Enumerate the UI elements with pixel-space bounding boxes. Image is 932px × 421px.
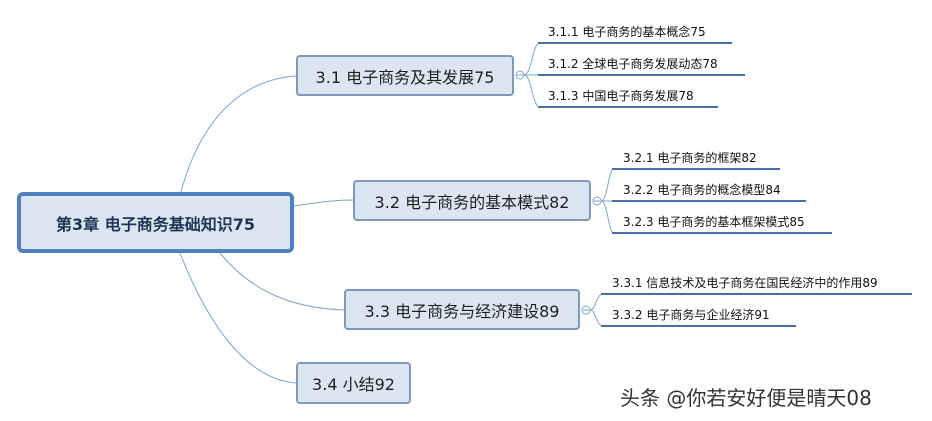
subtopic-3-3-1[interactable]: 3.3.1 信息技术及电子商务在国民经济中的作用89 [612,276,878,290]
subtopic-3-2-2[interactable]: 3.2.2 电子商务的概念模型84 [623,183,781,197]
connector-root-3-2 [293,199,354,207]
topic-3-2[interactable]: 3.2 电子商务的基本模式82 [353,180,591,221]
subtopic-3-3-2[interactable]: 3.3.2 电子商务与企业经济91 [612,308,770,322]
subtopic-3-1-3[interactable]: 3.1.3 中国电子商务发展78 [548,89,694,103]
root-topic[interactable]: 第3章 电子商务基础知识75 [17,192,294,253]
connector-3-2-1 [600,168,615,202]
subtopic-3-2-1[interactable]: 3.2.1 电子商务的框架82 [623,151,757,165]
topic-3-4[interactable]: 3.4 小结92 [296,362,411,404]
connector-3-3-1 [589,293,604,311]
topic-3-3[interactable]: 3.3 电子商务与经济建设89 [344,289,580,330]
connector-root-3-1 [179,75,297,196]
subtopic-3-1-2[interactable]: 3.1.2 全球电子商务发展动态78 [548,57,718,71]
topic-3-1[interactable]: 3.1 电子商务及其发展75 [296,55,514,96]
subtopic-3-2-3[interactable]: 3.2.3 电子商务的基本框架模式85 [623,215,805,229]
connector-3-3-2 [589,309,604,327]
connector-3-1-1 [523,42,541,76]
watermark-text: 头条 @你若安好便是晴天08 [620,386,872,410]
connector-root-3-3 [219,252,345,311]
connector-3-2-3 [600,200,615,234]
connector-3-1-3 [523,74,541,108]
subtopic-3-1-1[interactable]: 3.1.1 电子商务的基本概念75 [548,25,706,39]
connector-root-3-4 [179,252,297,384]
